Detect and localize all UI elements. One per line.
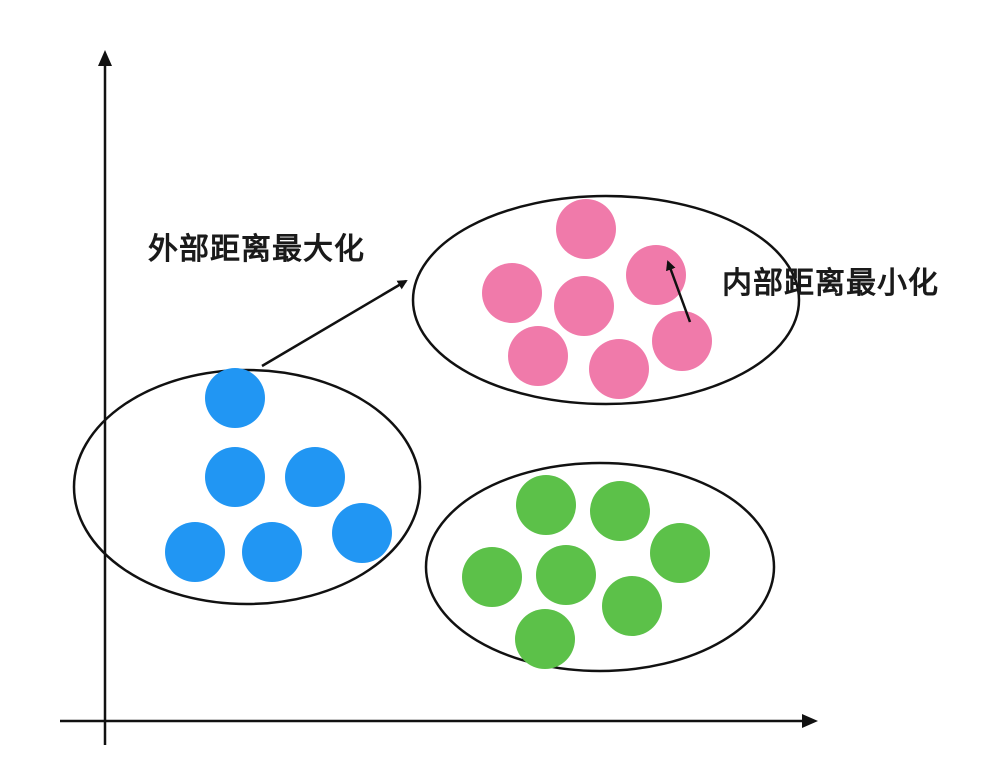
cluster-point xyxy=(516,475,576,535)
cluster-point xyxy=(602,576,662,636)
inner-distance-label: 内部距离最小化 xyxy=(722,266,939,301)
cluster-point xyxy=(554,276,614,336)
outer-distance-label: 外部距离最大化 xyxy=(148,232,365,267)
cluster-point xyxy=(626,245,686,305)
cluster-point xyxy=(482,263,542,323)
green-cluster xyxy=(462,475,710,669)
cluster-point xyxy=(556,199,616,259)
x-axis-arrowhead xyxy=(802,714,818,728)
axes xyxy=(60,50,818,745)
cluster-point xyxy=(652,311,712,371)
cluster-point xyxy=(332,503,392,563)
cluster-point xyxy=(589,339,649,399)
cluster-point xyxy=(536,545,596,605)
cluster-point xyxy=(650,523,710,583)
cluster-point xyxy=(285,447,345,507)
pink-cluster-boundary xyxy=(411,194,801,406)
cluster-point xyxy=(242,522,302,582)
cluster-point xyxy=(590,481,650,541)
y-axis-arrowhead xyxy=(98,50,112,66)
outer-distance-arrow xyxy=(261,279,408,368)
cluster-point xyxy=(205,368,265,428)
inner-distance-arrow xyxy=(666,260,692,323)
green-cluster-boundary xyxy=(424,461,776,673)
cluster-point xyxy=(515,609,575,669)
blue-cluster xyxy=(165,368,392,582)
cluster-point xyxy=(205,447,265,507)
cluster-point xyxy=(508,326,568,386)
blue-cluster-boundary xyxy=(72,368,422,606)
cluster-point xyxy=(462,547,522,607)
cluster-point xyxy=(165,522,225,582)
pink-cluster xyxy=(482,199,712,399)
